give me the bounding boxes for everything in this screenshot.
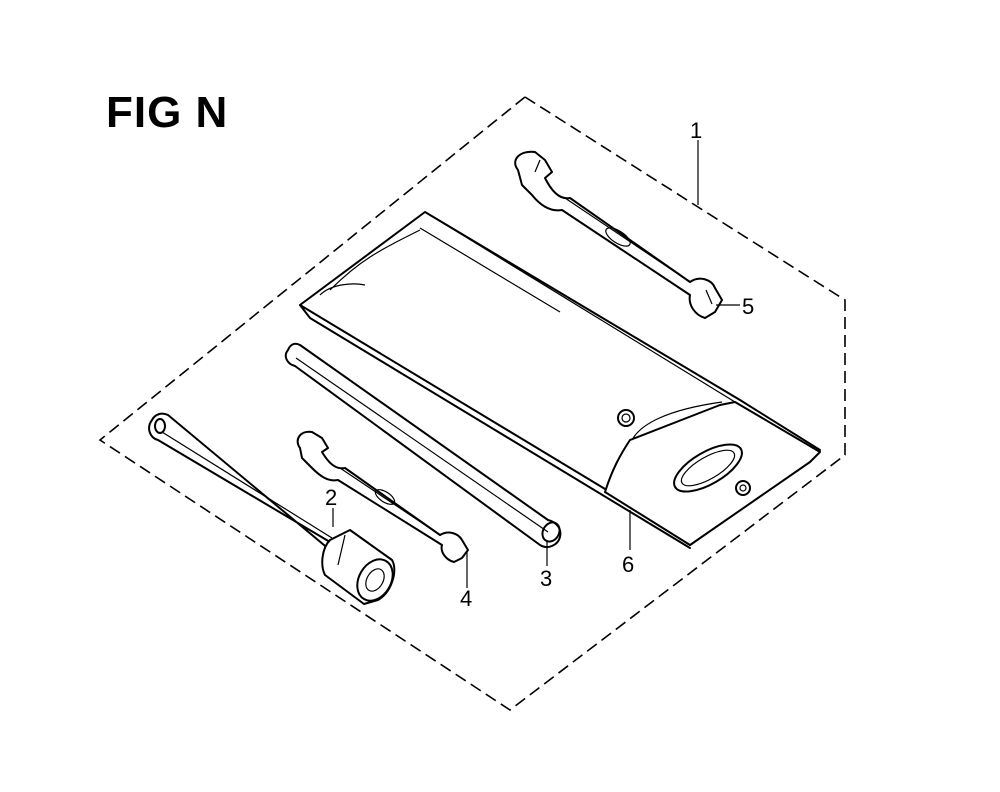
callout-3: 3 xyxy=(540,566,552,591)
leader-lines xyxy=(332,140,740,588)
callout-4: 4 xyxy=(460,586,472,611)
assembly-boundary xyxy=(98,96,846,711)
callout-6: 6 xyxy=(622,552,634,577)
open-end-wrench-small xyxy=(296,430,469,563)
tool-pouch xyxy=(299,211,821,549)
extension-bar xyxy=(284,342,562,548)
callout-2: 2 xyxy=(325,485,337,510)
spark-plug-wrench xyxy=(148,412,396,605)
callout-5: 5 xyxy=(742,294,754,319)
open-end-wrench-large xyxy=(514,150,723,319)
figure-title: FIG N xyxy=(106,88,229,137)
callout-1: 1 xyxy=(690,118,702,143)
